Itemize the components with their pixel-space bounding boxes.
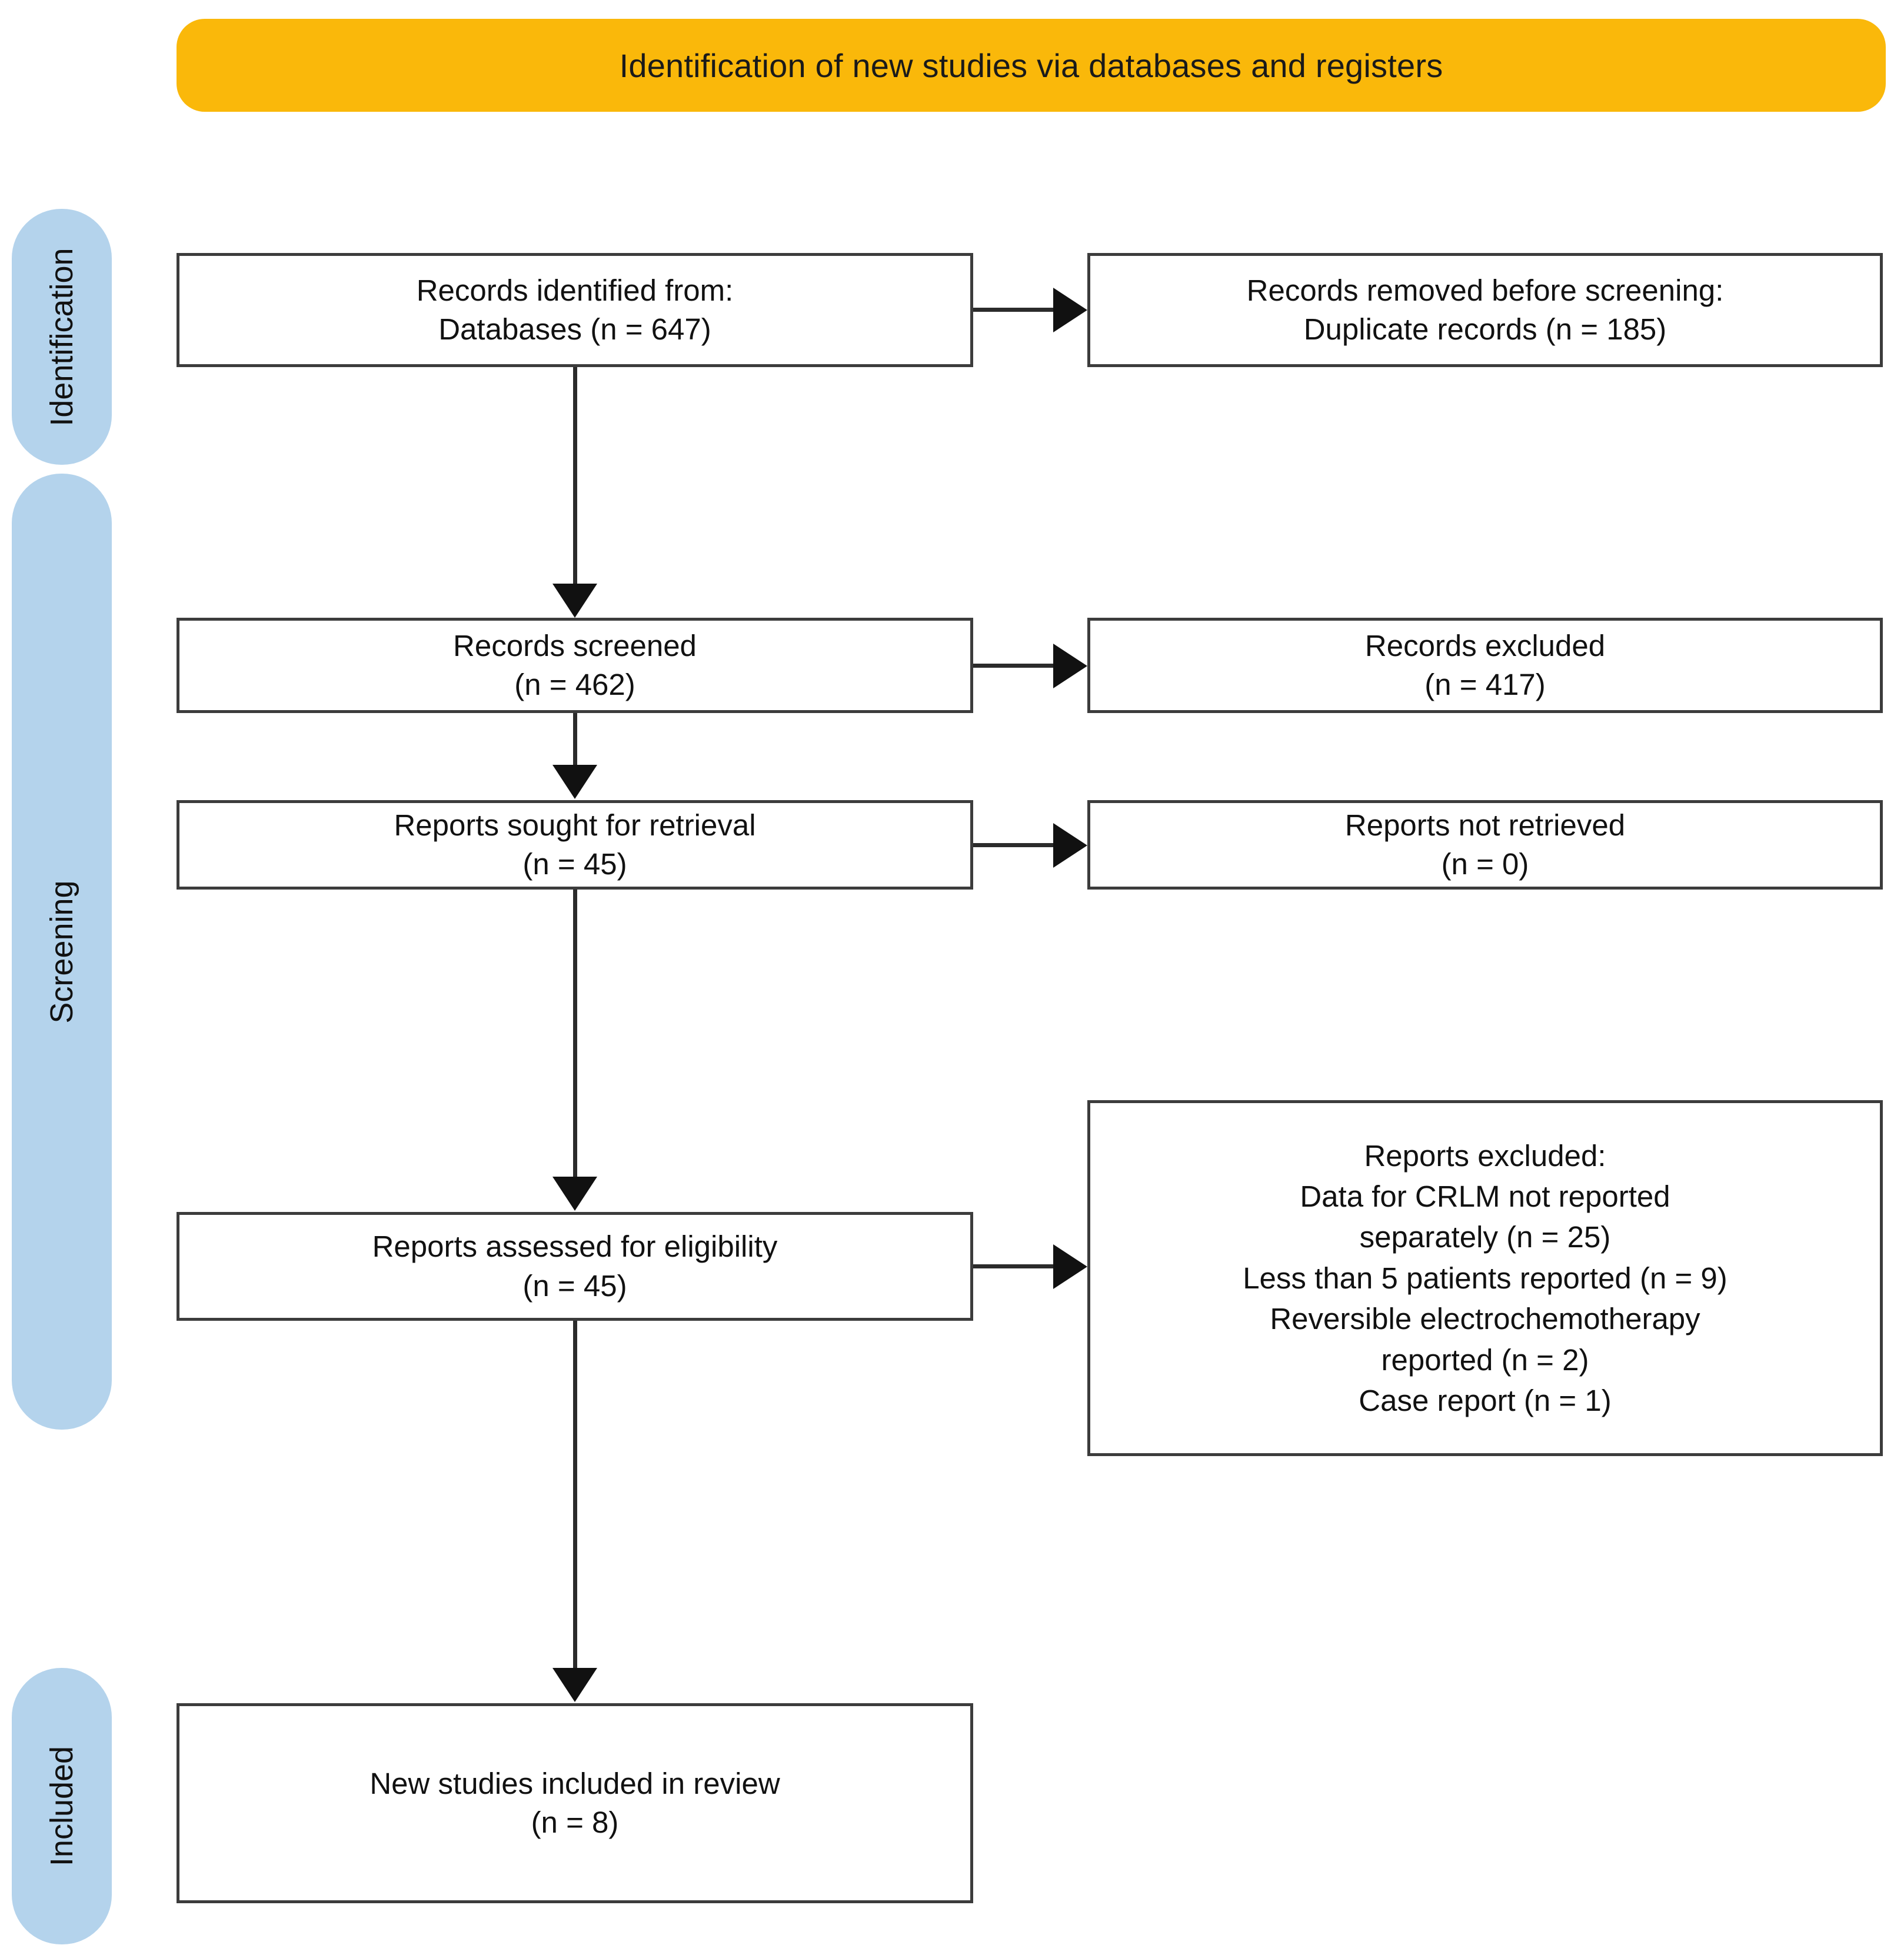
- stage-label-included: Included: [44, 1746, 79, 1867]
- box-records-screened-text: Records screened (n = 462): [453, 628, 697, 701]
- stage-label-identification: Identification: [44, 247, 79, 427]
- box-records-excluded: Records excluded (n = 417): [1087, 618, 1883, 713]
- box-reports-not-retrieved: Reports not retrieved (n = 0): [1087, 800, 1883, 890]
- stage-bar-screening: Screening: [12, 474, 112, 1430]
- box-reports-not-retrieved-text: Reports not retrieved (n = 0): [1344, 808, 1626, 881]
- arrowhead-assessed-to-excluded: [1053, 1244, 1087, 1289]
- box-reports-assessed: Reports assessed for eligibility (n = 45…: [177, 1212, 973, 1321]
- connector-assessed-to-excluded: [973, 1264, 1056, 1268]
- connector-screened-to-excluded: [973, 664, 1056, 668]
- connector-sought-to-not-retrieved: [973, 843, 1056, 847]
- arrowhead-identified-to-screened: [552, 584, 597, 618]
- arrowhead-screened-to-sought: [552, 765, 597, 799]
- box-reports-sought: Reports sought for retrieval (n = 45): [177, 800, 973, 890]
- diagram-header-banner: Identification of new studies via databa…: [177, 19, 1886, 112]
- box-reports-assessed-text: Reports assessed for eligibility (n = 45…: [372, 1230, 778, 1303]
- arrowhead-sought-to-not-retrieved: [1053, 823, 1087, 868]
- box-records-removed: Records removed before screening: Duplic…: [1087, 253, 1883, 367]
- box-reports-excluded-text: Reports excluded: Data for CRLM not repo…: [1243, 1138, 1727, 1417]
- box-records-screened: Records screened (n = 462): [177, 618, 973, 713]
- arrowhead-screened-to-excluded: [1053, 644, 1087, 688]
- stage-bar-identification: Identification: [12, 209, 112, 465]
- connector-identified-to-removed: [973, 308, 1056, 312]
- stage-bar-included: Included: [12, 1668, 112, 1944]
- stage-label-screening: Screening: [44, 880, 79, 1024]
- arrowhead-identified-to-removed: [1053, 288, 1087, 332]
- arrowhead-sought-to-assessed: [552, 1177, 597, 1211]
- box-records-identified: Records identified from: Databases (n = …: [177, 253, 973, 367]
- banner-title: Identification of new studies via databa…: [619, 46, 1443, 84]
- connector-sought-to-assessed: [573, 890, 577, 1178]
- box-records-removed-text: Records removed before screening: Duplic…: [1246, 273, 1724, 346]
- box-new-studies-included: New studies included in review (n = 8): [177, 1703, 973, 1903]
- connector-assessed-to-included: [573, 1321, 577, 1669]
- box-new-studies-included-text: New studies included in review (n = 8): [370, 1766, 780, 1839]
- box-reports-sought-text: Reports sought for retrieval (n = 45): [394, 808, 756, 881]
- box-records-excluded-text: Records excluded (n = 417): [1364, 628, 1606, 701]
- arrowhead-assessed-to-included: [552, 1668, 597, 1702]
- box-reports-excluded: Reports excluded: Data for CRLM not repo…: [1087, 1100, 1883, 1456]
- connector-screened-to-sought: [573, 713, 577, 766]
- box-records-identified-text: Records identified from: Databases (n = …: [416, 273, 734, 346]
- connector-identified-to-screened: [573, 367, 577, 585]
